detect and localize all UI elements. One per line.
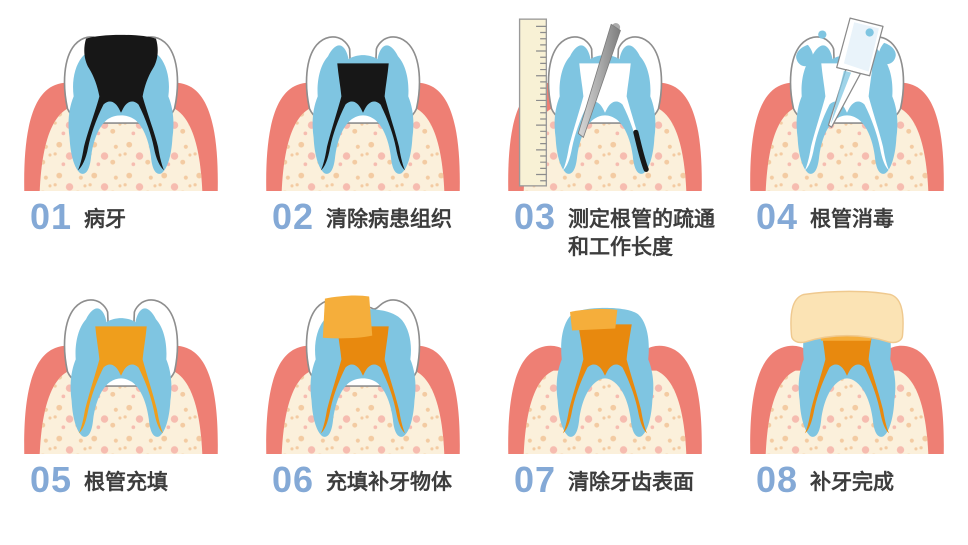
crown-cap: [790, 290, 904, 343]
step-caption: 07 清除牙齿表面: [484, 454, 726, 512]
tooth-illustration-crowned: [750, 290, 944, 454]
step-number: 08: [756, 458, 799, 500]
step-caption: 08 补牙完成: [726, 454, 968, 512]
step-label: 充填补牙物体: [326, 470, 453, 494]
step-panel-5: 05 根管充填: [0, 277, 242, 512]
decay-remnant: [633, 129, 649, 172]
steps-grid: 01 病牙 02 清除病患组织: [0, 14, 968, 512]
step-panel-8: 08 补牙完成: [726, 277, 968, 512]
step-caption: 05 根管充填: [0, 454, 242, 512]
decayed-pulp: [77, 34, 165, 171]
step-panel-2: 02 清除病患组织: [242, 14, 484, 277]
empty-canals: [562, 63, 648, 171]
step-number: 03: [514, 196, 557, 237]
step-panel-7: 07 清除牙齿表面: [484, 277, 726, 512]
step-label: 清除牙齿表面: [568, 470, 695, 494]
step-panel-6: 06 充填补牙物体: [242, 277, 484, 512]
step-caption: 06 充填补牙物体: [242, 454, 484, 512]
canal-filling-material: [78, 326, 164, 434]
step-number: 04: [756, 196, 799, 237]
step-panel-3: 03 测定根管的疏通和工作长度: [484, 14, 726, 277]
step-number: 05: [30, 458, 73, 500]
step-caption: 01 病牙: [0, 191, 242, 249]
tooth-illustration-canal-filled: [24, 298, 218, 454]
step-number: 06: [272, 458, 315, 500]
jawbone-texture: [523, 370, 687, 454]
remaining-decay: [320, 63, 406, 171]
step-label: 病牙: [84, 208, 127, 231]
canal-filling-material: [562, 324, 648, 434]
step-panel-4: 04 根管消毒: [726, 14, 968, 277]
step-label: 补牙完成: [810, 470, 895, 494]
jawbone-texture: [765, 370, 929, 454]
step-caption: 02 清除病患组织: [242, 191, 484, 249]
endo-file-icon: [577, 23, 621, 138]
tooth-illustration-surface-cleaned: [508, 307, 702, 454]
step-label: 根管充填: [84, 470, 169, 494]
droplet-icon: [796, 28, 896, 67]
tooth-illustration-filling-block: [266, 295, 460, 454]
step-number: 01: [30, 196, 73, 237]
filling-surface: [570, 308, 618, 331]
tooth-illustration-diseased: [24, 34, 218, 191]
step-caption: 03 测定根管的疏通和工作长度: [484, 191, 726, 277]
filling-block: [322, 295, 373, 339]
canal-filling-material: [804, 324, 890, 434]
step-caption: 04 根管消毒: [726, 191, 968, 249]
step-label: 测定根管的疏通和工作长度: [568, 208, 716, 260]
tooth-illustration-measuring: [508, 18, 702, 191]
step-number: 07: [514, 458, 557, 500]
step-number: 02: [272, 196, 315, 237]
step-panel-1: 01 病牙: [0, 14, 242, 277]
ruler-icon: [518, 18, 548, 187]
empty-canals: [804, 63, 890, 171]
canal-filling-material: [320, 326, 406, 434]
tooth-illustration-opened: [266, 36, 460, 191]
step-label: 根管消毒: [810, 208, 895, 231]
tooth-illustration-disinfection: [750, 17, 944, 191]
step-label: 清除病患组织: [326, 208, 453, 231]
